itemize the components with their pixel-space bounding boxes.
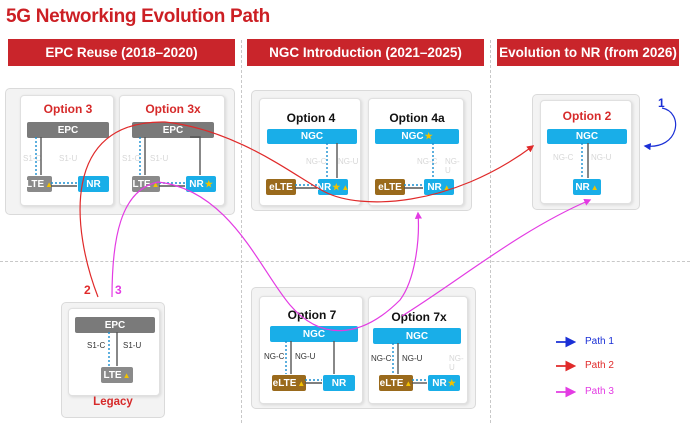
option4-connectors: [295, 143, 338, 189]
option3x-title: Option 3x: [145, 102, 201, 116]
option3-epc-box: EPC: [27, 122, 109, 138]
option4a-faded-label: NG-C: [417, 157, 438, 166]
option4a-connectors: [404, 143, 434, 189]
path1-arrow: [643, 107, 677, 151]
triangle-icon: ▲: [297, 378, 306, 388]
option3x-nr-label: NR: [189, 178, 204, 190]
option7-elte-label: eLTE: [272, 377, 297, 389]
option4-faded-label: NG-C: [306, 157, 327, 166]
option7x-ngc-box: NGC: [373, 328, 461, 344]
option4-title: Option 4: [286, 111, 336, 125]
option4a-faded-label: NG-U: [445, 157, 460, 175]
legend-path2-label: Path 2: [585, 360, 614, 371]
phase-header-evolution-to-nr: Evolution to NR (from 2026): [497, 39, 679, 66]
star-icon: ★: [204, 178, 213, 189]
option4-elte-box: eLTE: [266, 179, 296, 195]
option2-faded-label: NG-U: [591, 153, 612, 162]
option2-nr-label: NR: [575, 181, 590, 193]
option3x-connectors: [139, 136, 201, 187]
option3x-faded-label: S1-C: [122, 154, 141, 163]
option3x-faded-label: S1-U: [150, 154, 169, 163]
option4-nr-label: NR: [316, 181, 332, 193]
star-icon: ★: [332, 181, 341, 192]
option3-faded-label: S1-C: [23, 154, 42, 163]
option7x-nr-box: NR★: [428, 375, 460, 391]
option4a-ngc-box: NGC★: [375, 129, 459, 144]
option7-nr-box: NR: [323, 375, 355, 391]
option3-connectors: [35, 137, 77, 187]
option2-connectors: [581, 143, 589, 178]
triangle-icon: ▲: [151, 179, 160, 189]
option4a-elte-box: eLTE: [375, 179, 405, 195]
path1-number: 1: [658, 96, 665, 110]
legacy-s1u-label: S1-U: [123, 341, 142, 350]
option7x-elte-label: eLTE: [379, 377, 404, 389]
option7x-faded-label: NG-U: [449, 354, 464, 372]
phase-header-epc-reuse: EPC Reuse (2018–2020): [8, 39, 235, 66]
option4-ngc-box: NGC: [267, 129, 357, 144]
path3-arrow-to-option4a: [111, 181, 423, 332]
phase-header-ngc-introduction: NGC Introduction (2021–2025): [247, 39, 484, 66]
option2-faded-label: NG-C: [553, 153, 574, 162]
option7x-ngc-interface-label: NG-C: [371, 354, 392, 363]
option4-faded-label: NG-U: [338, 157, 359, 166]
option7-elte-box: eLTE▲: [272, 375, 306, 391]
star-icon: ★: [424, 131, 433, 141]
legacy-epc-box: EPC: [75, 317, 155, 333]
triangle-icon: ▲: [341, 182, 350, 192]
option4-nr-box: NR★▲: [316, 179, 350, 195]
triangle-icon: ▲: [45, 179, 54, 189]
option7-ngu-interface-label: NG-U: [295, 352, 316, 361]
option3-nr-box: NR: [78, 176, 109, 192]
option3x-lte-label: LTE: [132, 178, 151, 190]
option3-title: Option 3: [43, 102, 93, 116]
option7x-connectors: [392, 343, 427, 384]
option7-ngc-interface-label: NG-C: [264, 352, 285, 361]
option2-ngc-box: NGC: [547, 129, 627, 144]
option3-lte-box: LTE▲: [25, 176, 54, 192]
option7x-elte-box: eLTE▲: [379, 375, 413, 391]
option7x-ngu-interface-label: NG-U: [402, 354, 423, 363]
legend-path3-label: Path 3: [585, 386, 614, 397]
option3x-epc-box: EPC: [132, 122, 214, 138]
option7x-nr-label: NR: [432, 377, 447, 389]
option3-lte-label: LTE: [25, 178, 45, 190]
option4a-title: Option 4a: [389, 111, 445, 125]
phase-divider: [490, 40, 491, 423]
option7-connectors: [285, 341, 335, 384]
option3-faded-label: S1-U: [59, 154, 78, 163]
triangle-icon: ▲: [122, 370, 131, 380]
option2-nr-box: NR▲: [573, 179, 601, 195]
page-title: 5G Networking Evolution Path: [6, 6, 270, 27]
path3-arrow-to-option2: [401, 198, 592, 317]
option4-card: Option 4 NGC NG-C NG-U eLTE NR★▲: [259, 98, 361, 206]
legend-path1-label: Path 1: [585, 336, 614, 347]
option4a-ngc-label: NGC: [401, 131, 424, 142]
star-icon: ★: [447, 377, 456, 388]
option3x-lte-box: LTE▲: [132, 176, 160, 192]
legacy-lte-box: LTE▲: [101, 367, 133, 383]
phase-divider: [241, 40, 242, 423]
legacy-connectors: [108, 332, 118, 366]
triangle-icon: ▲: [590, 182, 599, 192]
section-divider: [0, 261, 690, 262]
legacy-title: Legacy: [93, 396, 133, 408]
path2-arrow: [79, 121, 535, 298]
legacy-lte-label: LTE: [103, 369, 122, 381]
path3-number: 3: [115, 283, 122, 297]
triangle-icon: ▲: [404, 378, 413, 388]
legacy-s1c-label: S1-C: [87, 341, 106, 350]
option7-title: Option 7: [287, 308, 337, 322]
triangle-icon: ▲: [442, 182, 451, 192]
option2-title: Option 2: [562, 109, 612, 123]
option3x-card: Option 3x EPC S1-C S1-U LTE▲ NR★: [119, 95, 225, 206]
path2-number: 2: [84, 283, 91, 297]
option2-card: Option 2 NGC NG-C NG-U NR▲: [540, 100, 632, 204]
option3x-nr-box: NR★: [186, 176, 216, 192]
legacy-card: EPC S1-C S1-U LTE▲: [68, 308, 160, 396]
option4a-nr-label: NR: [427, 181, 442, 193]
